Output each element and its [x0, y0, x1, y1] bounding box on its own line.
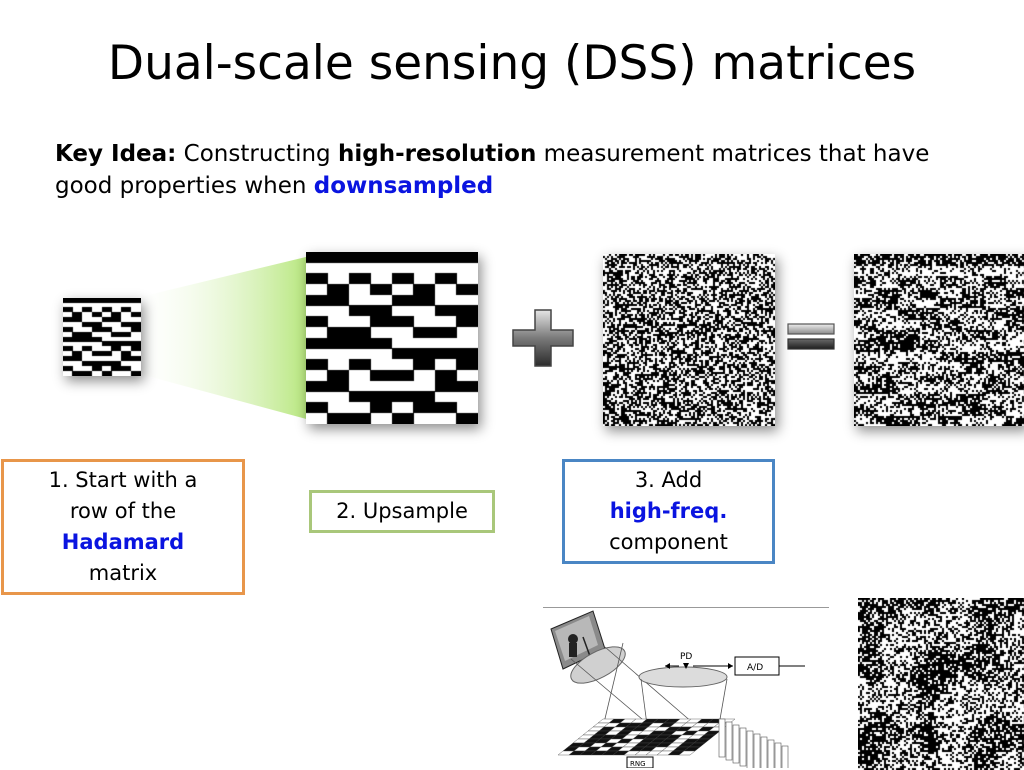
rng-box	[626, 756, 654, 768]
pd-label: PD	[680, 652, 692, 662]
dss-matrix-example-image	[858, 598, 1024, 770]
high-frequency-noise-matrix-image	[603, 254, 775, 426]
upsampled-matrix-image	[306, 252, 478, 424]
dss-result-matrix-image	[854, 254, 1024, 426]
step-1-line-4: matrix	[88, 561, 158, 585]
plus-icon	[512, 309, 574, 367]
step-1-hadamard-highlight: Hadamard	[61, 530, 185, 554]
photodiode-shape	[683, 663, 689, 669]
key-idea-emphasis-high-resolution: high-resolution	[337, 141, 537, 167]
upsample-projection-graphic	[140, 256, 310, 420]
key-idea-text-part-2: measurement matrices that have good prop…	[55, 141, 930, 199]
equals-icon	[787, 323, 835, 350]
diagram-top-rule	[543, 607, 829, 608]
step-2-box: 2. Upsample	[309, 490, 495, 533]
rng-label: RNG	[630, 760, 646, 768]
collecting-lens-shape	[638, 666, 728, 688]
hadamard-row-matrix-image	[63, 298, 141, 376]
single-pixel-camera-diagram: PD A/D RNG	[543, 607, 829, 768]
light-ray-line	[602, 642, 624, 728]
step-1-line-1: 1. Start with a	[48, 468, 198, 492]
step-3-line-1: 3. Add	[634, 468, 703, 492]
key-idea-label: Key Idea:	[55, 141, 177, 167]
light-ray-line	[640, 678, 648, 726]
ad-label: A/D	[747, 663, 763, 673]
slide-title: Dual-scale sensing (DSS) matrices	[107, 36, 917, 91]
light-ray-line	[570, 658, 650, 726]
imaging-lens-shape	[570, 646, 626, 684]
step-2-label: 2. Upsample	[336, 499, 468, 523]
dmd-mirror-array	[557, 718, 789, 768]
key-idea-emphasis-downsampled: downsampled	[313, 173, 494, 199]
key-idea-text: Key Idea: Constructing high-resolution m…	[55, 138, 955, 202]
step-3-high-freq-highlight: high-freq.	[609, 499, 728, 523]
key-idea-text-part-1: Constructing	[176, 141, 338, 167]
step-1-line-2: row of the	[69, 499, 177, 523]
step-3-line-3: component	[609, 530, 728, 554]
step-3-box: 3. Add high-freq. component	[562, 459, 775, 564]
step-1-box: 1. Start with a row of the Hadamard matr…	[1, 459, 245, 595]
light-ray-line	[718, 678, 728, 726]
light-ray-line	[604, 646, 694, 724]
